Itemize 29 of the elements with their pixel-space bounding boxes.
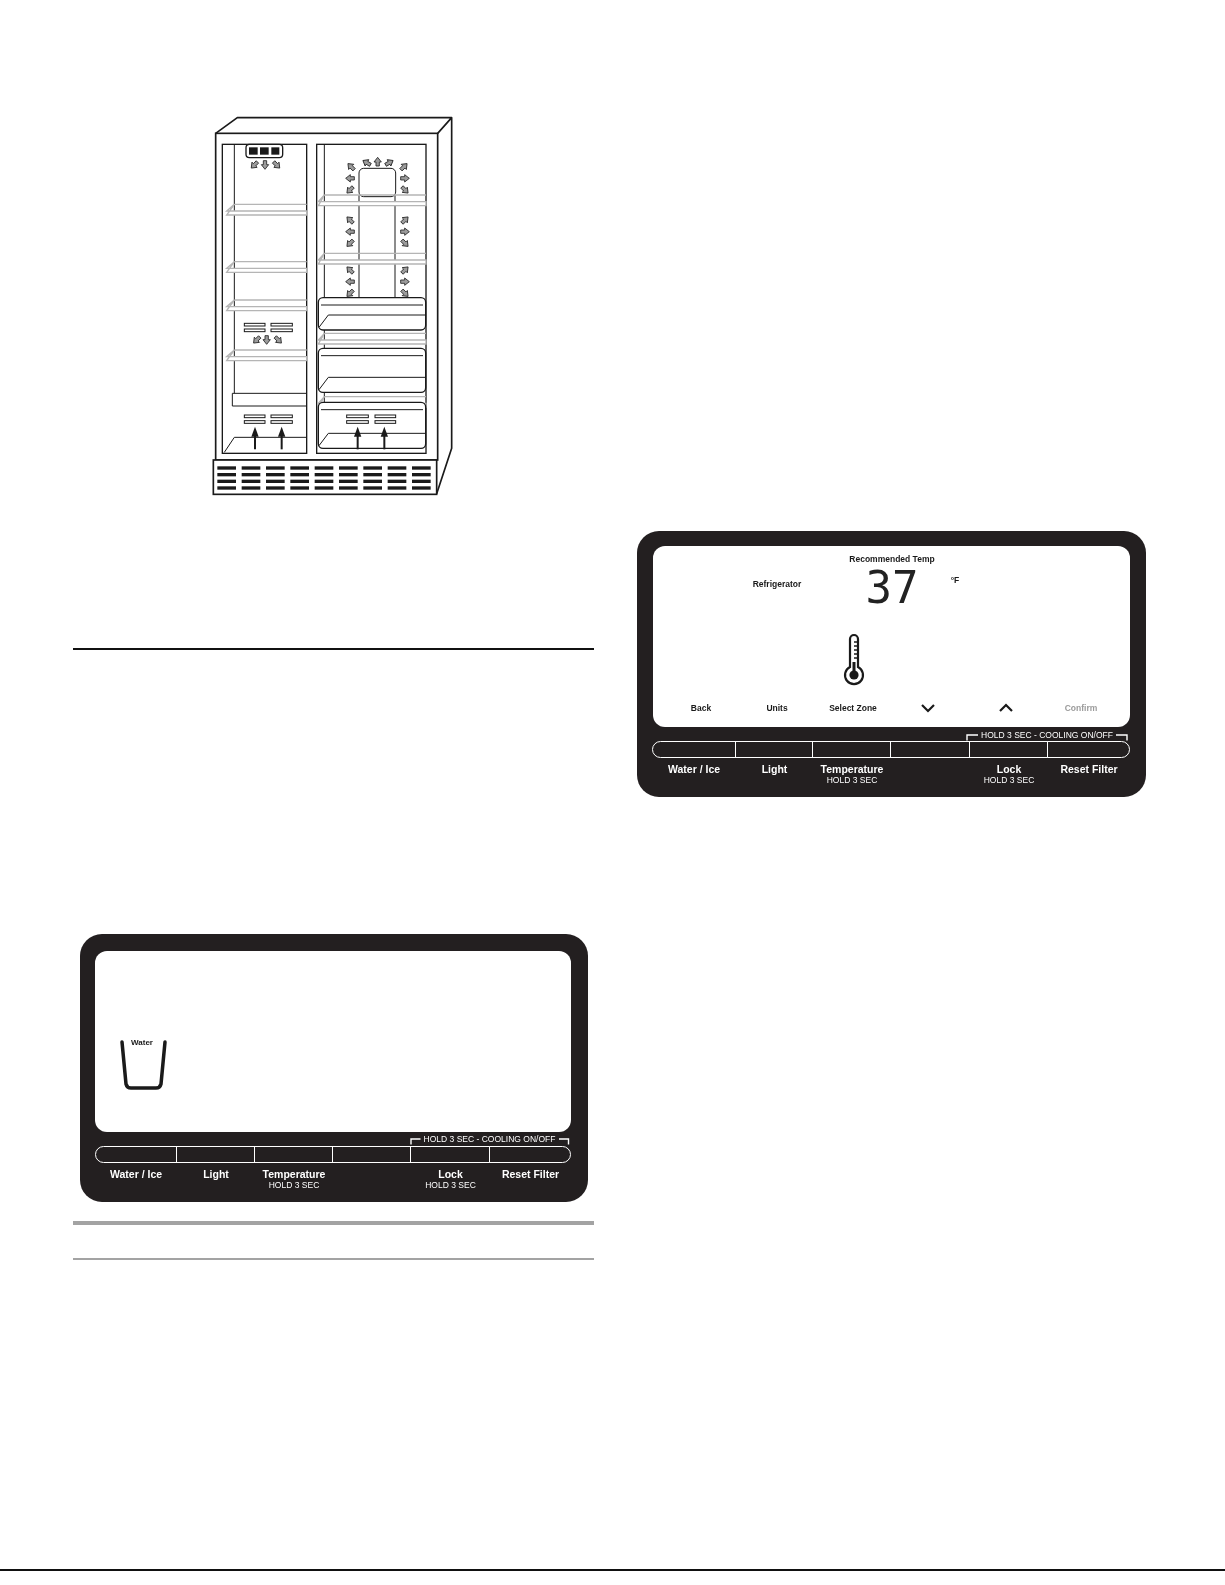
display-heading: Recommended Temp: [849, 554, 935, 564]
control-panel: [80, 934, 588, 1202]
key-label: Lock: [996, 763, 1022, 775]
key-label: Light: [203, 1168, 229, 1180]
key-label: Water / Ice: [667, 763, 721, 775]
key-label: Reset Filter: [1060, 763, 1118, 775]
hold-hint: HOLD 3 SEC: [268, 1180, 320, 1190]
bracket-note: HOLD 3 SEC - COOLING ON/OFF: [423, 1134, 556, 1144]
hold-hint: HOLD 3 SEC: [826, 775, 878, 785]
key-label: Light: [761, 763, 788, 775]
key-label: Temperature: [262, 1168, 326, 1180]
unit-label: °F: [950, 575, 960, 585]
softkey-label: Units: [766, 703, 788, 713]
softkey-label: Back: [690, 703, 712, 713]
hold-hint: HOLD 3 SEC: [425, 1180, 476, 1190]
key-label: Reset Filter: [501, 1168, 560, 1180]
cup-label: Water: [131, 1039, 153, 1047]
display-screen: [95, 951, 571, 1132]
zone-label: Refrigerator: [752, 579, 802, 589]
temperature-readout: 37: [865, 566, 919, 610]
softkey-label: Select Zone: [829, 703, 877, 713]
key-label: Temperature: [820, 763, 884, 775]
key-label: Lock: [438, 1168, 463, 1180]
key-label: Water / Ice: [109, 1168, 163, 1180]
softkey-label: Confirm: [1064, 703, 1098, 713]
bracket-note: HOLD 3 SEC - COOLING ON/OFF: [981, 730, 1113, 740]
control-panel: [637, 531, 1146, 797]
display-screen: [653, 546, 1130, 727]
hold-hint: HOLD 3 SEC: [983, 775, 1035, 785]
